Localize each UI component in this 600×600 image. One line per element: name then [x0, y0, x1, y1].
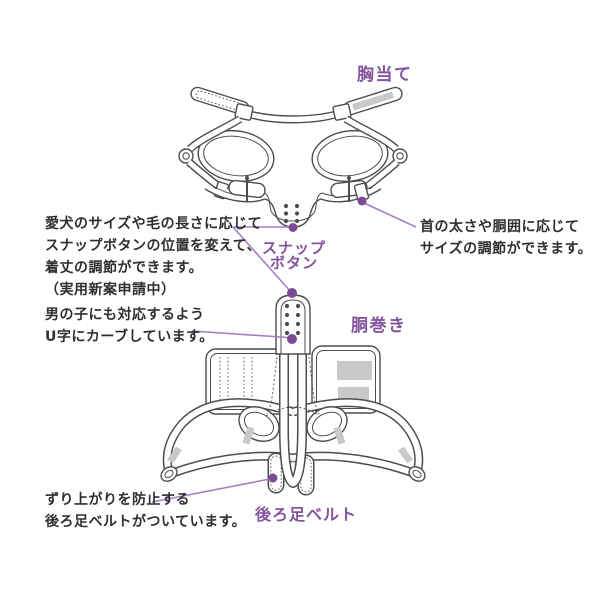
note-neck-adjust-line1: 首の太さや胴囲に応じて — [420, 219, 580, 235]
label-belly-wrap: 胴巻き — [351, 316, 407, 336]
label-chest-pad: 胸当て — [357, 65, 413, 85]
leg-straps — [160, 398, 426, 482]
left-buckle — [234, 103, 254, 121]
note-snap-adjust-line3: 着丈の調節ができます。 — [45, 260, 204, 276]
chest-right-strap — [343, 86, 403, 116]
stitching — [265, 356, 321, 417]
pointer-dots — [268, 196, 367, 483]
strap-velcro-marks — [167, 426, 413, 464]
dot-neck-buckle — [357, 196, 367, 206]
pointer-line-neck — [363, 202, 417, 228]
chest-pad-drawing — [178, 86, 408, 228]
dot-chest-snap — [288, 223, 298, 232]
note-u-curve: 男の子にも対応するよう U字にカーブしています。 — [45, 304, 214, 348]
label-snap-button-line1: スナップ — [261, 239, 326, 257]
left-adjuster — [228, 175, 266, 202]
note-snap-adjust-line2: スナップボタンの位置を変えて、 — [45, 238, 262, 254]
right-buckle — [332, 103, 352, 121]
note-snap-adjust: 愛犬のサイズや毛の長さに応じて スナップボタンの位置を変えて、 着丈の調節ができ… — [45, 213, 262, 301]
note-neck-adjust: 首の太さや胴囲に応じて サイズの調節ができます。 — [420, 216, 592, 260]
pointer-line-u-curve — [191, 330, 289, 339]
wrap-snap-holes — [284, 303, 301, 336]
pointer-line-rear-belt — [151, 478, 271, 503]
note-neck-adjust-line2: サイズの調節ができます。 — [420, 241, 593, 257]
dot-wrap-snap — [287, 288, 297, 298]
note-slip-prevention: ずり上がりを防止する 後ろ足ベルトがついています。 — [45, 489, 246, 533]
neck-tab — [275, 294, 311, 355]
note-u-curve-line2: U字にカーブしています。 — [45, 329, 214, 345]
note-snap-adjust-line1: 愛犬のサイズや毛の長さに応じて — [45, 216, 263, 232]
pointer-lines — [151, 202, 417, 503]
right-ring — [392, 148, 408, 164]
note-slip-line1: ずり上がりを防止する — [45, 492, 190, 508]
note-slip-line2: 後ろ足ベルトがついています。 — [45, 514, 247, 530]
label-snap-button: スナップ ボタン — [251, 241, 337, 271]
u-curve-strap — [279, 352, 307, 488]
note-snap-adjust-line4: （実用新案申請中） — [45, 282, 176, 298]
dot-rear-belt — [268, 473, 278, 483]
velcro-strip — [352, 92, 394, 111]
velcro-pad-upper — [337, 361, 372, 380]
label-rear-leg-belt: 後ろ足ベルト — [255, 505, 358, 524]
label-snap-button-line2: ボタン — [269, 254, 318, 272]
left-ring — [178, 148, 194, 164]
pointer-line-snap-bottom — [232, 226, 292, 293]
note-u-curve-line1: 男の子にも対応するよう — [45, 307, 205, 323]
dot-u-curve — [287, 334, 297, 344]
chest-snap-holes — [283, 203, 300, 224]
